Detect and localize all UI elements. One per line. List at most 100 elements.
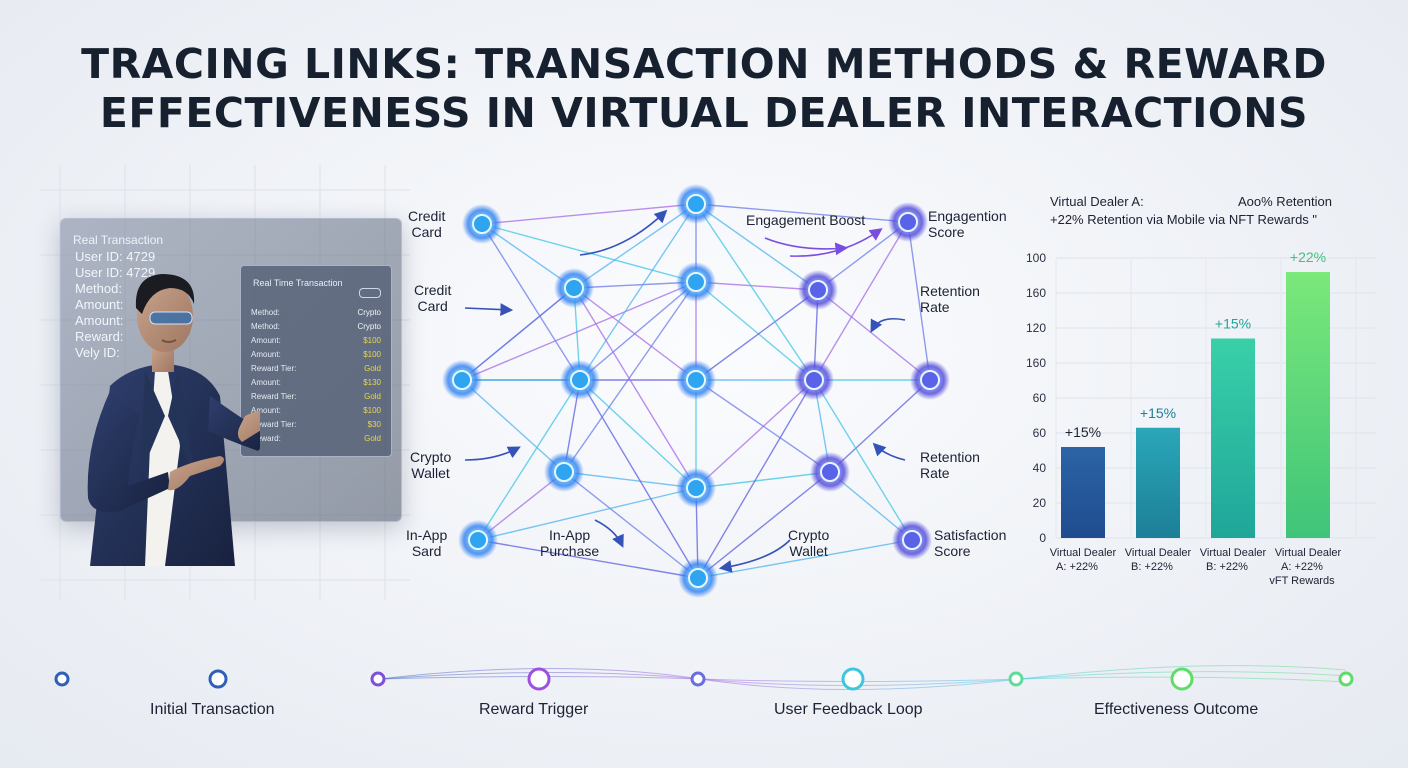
row-value: $100 <box>363 406 381 415</box>
timeline-node <box>54 671 70 687</box>
timeline-node <box>208 669 228 689</box>
screen-header: Real Transaction <box>73 233 164 247</box>
network-edge <box>477 539 699 579</box>
screen-field: Vely ID: <box>75 345 120 360</box>
chart-subtitle-line2: +22% Retention via Mobile via NFT Reward… <box>1050 212 1318 227</box>
chart-subtitle-left: Virtual Dealer A: <box>1050 194 1144 209</box>
network-edge <box>695 203 909 223</box>
row-value: $100 <box>363 336 381 345</box>
realtime-row: Method:Crypto <box>251 306 381 320</box>
network-edge <box>695 281 819 291</box>
screen-field: Method: <box>75 281 122 296</box>
chart-bar <box>1136 427 1180 538</box>
flow-arrow <box>464 303 514 316</box>
row-value: $100 <box>363 350 381 359</box>
bar-value-label: +15% <box>1215 316 1251 332</box>
screen-field: Reward: <box>75 329 124 344</box>
network-node <box>554 268 594 308</box>
screen-field: Amount: <box>75 313 124 328</box>
timeline-node <box>841 667 865 691</box>
flow-arrow <box>718 539 791 573</box>
realtime-panel-header: Real Time Transaction <box>253 278 343 288</box>
network-edge <box>461 287 575 381</box>
timeline-wave <box>379 665 1347 690</box>
y-tick-label: 40 <box>1033 461 1047 475</box>
timeline-node <box>1008 671 1024 687</box>
realtime-row: Reward Tier:Gold <box>251 390 381 404</box>
network-edge <box>477 379 581 541</box>
x-category-label: Virtual Dealer <box>1125 547 1192 559</box>
network-node <box>676 468 716 508</box>
y-tick-label: 160 <box>1026 356 1046 370</box>
screen-field: User ID: 4729 <box>75 265 156 280</box>
x-category-label: B: +22% <box>1131 561 1173 573</box>
row-key: Amount: <box>251 350 281 359</box>
network-node <box>676 184 716 224</box>
flow-arrow <box>764 237 849 256</box>
network-edge <box>907 221 931 381</box>
row-key: Amount: <box>251 378 281 387</box>
network-edge <box>573 203 697 289</box>
network-edge <box>573 281 697 289</box>
timeline-node <box>690 671 706 687</box>
network-node <box>560 360 600 400</box>
flow-arrow <box>870 317 906 333</box>
network-node <box>888 202 928 242</box>
network-edge <box>573 287 697 489</box>
x-category-label: vFT Rewards <box>1269 575 1335 587</box>
realtime-row: Amount: $130 <box>251 376 381 390</box>
row-value: Gold <box>364 434 381 443</box>
row-value: Gold <box>364 364 381 373</box>
network-edge <box>695 289 819 381</box>
flow-arrow <box>464 446 521 461</box>
timeline-label-reward: Reward Trigger <box>479 701 589 718</box>
realtime-row: Reward Tier:$30 <box>251 418 381 432</box>
realtime-row: Amount: $100 <box>251 334 381 348</box>
network-edge <box>461 281 697 381</box>
x-category-label: B: +22% <box>1206 561 1248 573</box>
network-node <box>794 360 834 400</box>
row-value: $30 <box>367 420 381 429</box>
row-value: $130 <box>363 378 381 387</box>
row-value: Crypto <box>357 322 381 331</box>
title-line-1: TRACING LINKS: TRANSACTION METHODS & REW… <box>81 40 1327 88</box>
network-edge <box>813 379 913 541</box>
network-edge <box>563 471 699 579</box>
realtime-row: Reward Tier:Gold <box>251 362 381 376</box>
network-edge <box>695 281 815 381</box>
row-key: Amount: <box>251 336 281 345</box>
network-node <box>810 452 850 492</box>
network-edge <box>829 379 931 473</box>
flow-arrow <box>872 442 906 461</box>
dealer-avatar <box>87 274 260 566</box>
network-edge <box>481 203 697 225</box>
row-value: Gold <box>364 392 381 401</box>
network-edge <box>477 487 697 541</box>
flow-arrow <box>579 209 668 256</box>
y-tick-label: 60 <box>1033 426 1047 440</box>
realtime-row: Method:Crypto <box>251 320 381 334</box>
network-edge <box>563 281 697 473</box>
y-tick-label: 120 <box>1026 321 1046 335</box>
flow-arrow <box>594 519 624 548</box>
x-category-label: A: +22% <box>1056 561 1098 573</box>
network-edge <box>813 221 909 381</box>
flow-arrow <box>789 228 883 257</box>
y-tick-label: 100 <box>1026 251 1046 265</box>
timeline-node <box>527 667 551 691</box>
network-node <box>910 360 950 400</box>
page-title: TRACING LINKS: TRANSACTION METHODS & REW… <box>0 40 1408 138</box>
chart-bar <box>1286 272 1330 538</box>
label-engagement-boost: Engagement Boost <box>746 212 866 228</box>
screen-field: User ID: 4729 <box>75 249 156 264</box>
